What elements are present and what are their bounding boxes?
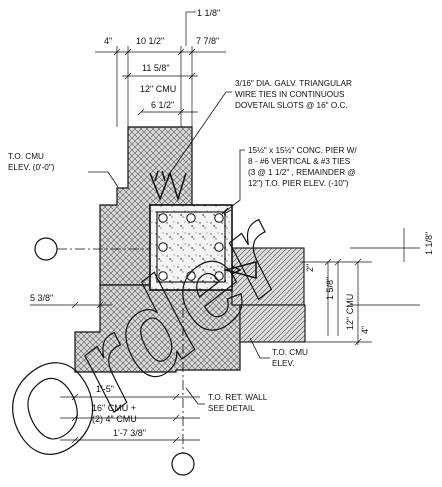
dim-10-1-2: 10 1/2" — [136, 36, 164, 46]
pier-note-line-1: 15½" x 15½" CONC. PIER W/ — [248, 146, 357, 155]
callout-notes: 3/16" DIA. GALV. TRIANGULAR WIRE TIES IN… — [8, 79, 357, 413]
dim-1-5: 1'-5" — [96, 384, 114, 394]
concrete-pier — [149, 204, 233, 291]
dim-2-right: 2" — [305, 264, 315, 272]
rebar-vertical — [158, 213, 224, 281]
pier-note-line-2: 8 - #6 VERTICAL & #3 TIES — [248, 157, 351, 166]
dim-1-1-8-right: 1 1/8" — [424, 232, 434, 255]
dimension-labels: 1 1/8" 4" 10 1/2" 7 7/8" 11 5/8" 12" CMU… — [30, 8, 434, 438]
dim-12-cmu-top: 12" CMU — [140, 84, 176, 94]
dim-1-5-8-right: 1 5/8" — [325, 277, 335, 300]
dimension-lines — [30, 11, 420, 444]
right-cmu-wall — [231, 247, 306, 343]
to-cmu-left-line-2: ELEV. (0'-0") — [8, 163, 55, 172]
dim-4-right: 4" — [360, 326, 370, 334]
dim-16-cmu: 16" CMU + — [92, 403, 136, 413]
pier-note-line-3: (3 @ 1 1/2" , REMAINDER @ — [248, 168, 356, 177]
dim-7-7-8: 7 7/8" — [196, 36, 219, 46]
grid-bubble-left — [34, 237, 58, 261]
leader-lines — [88, 91, 270, 405]
to-ret-line-1: T.O. RET. WALL — [208, 393, 268, 402]
wire-tie-note-line-3: DOVETAIL SLOTS @ 16" O.C. — [235, 101, 348, 110]
grid-lines — [34, 237, 195, 476]
dim-2-4-cmu: (2) 4" CMU — [92, 414, 137, 424]
to-cmu-right-line-1: T.O. CMU — [272, 348, 308, 357]
grid-bubble-bottom — [171, 452, 195, 476]
wire-tie-note-line-1: 3/16" DIA. GALV. TRIANGULAR — [235, 79, 352, 88]
dim-12-cmu-right: 12" CMU — [345, 294, 355, 330]
to-cmu-right-line-2: ELEV. — [272, 359, 294, 368]
to-ret-line-2: SEE DETAIL — [208, 404, 255, 413]
to-cmu-left-line-1: T.O. CMU — [8, 152, 44, 161]
triangular-wire-ties — [149, 170, 257, 279]
dim-1-7-3-8: 1'-7 3/8" — [113, 428, 146, 438]
dim-6-1-2: 6 1/2" — [151, 100, 174, 110]
pier-note-line-4: 12") T.O. PIER ELEV. (-10") — [248, 179, 349, 188]
dim-1-1-8-top: 1 1/8" — [197, 8, 220, 18]
dim-11-5-8: 11 5/8" — [142, 63, 170, 73]
dim-5-3-8: 5 3/8" — [30, 293, 53, 303]
dim-4-top: 4" — [104, 36, 112, 46]
wire-tie-note-line-2: WIRE TIES IN CONTINUOUS — [235, 90, 345, 99]
